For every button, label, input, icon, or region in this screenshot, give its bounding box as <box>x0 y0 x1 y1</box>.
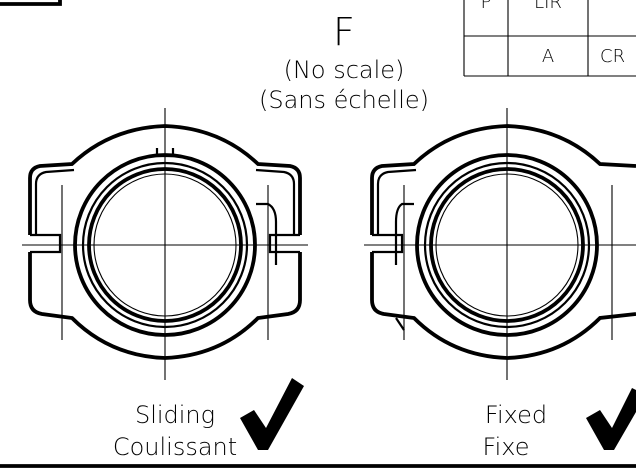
table-cell: LIR <box>534 0 562 13</box>
table-cell: A <box>542 46 554 67</box>
sliding-label-en: Sliding <box>135 401 215 429</box>
sliding-label-fr: Coulissant <box>113 433 237 461</box>
check-icon <box>586 388 636 450</box>
scale-note-fr: (Sans échelle) <box>259 86 429 114</box>
fixed-label-en: Fixed <box>485 401 547 429</box>
fixed-label-fr: Fixe <box>483 433 530 461</box>
view-letter: F <box>333 10 355 54</box>
check-icon <box>240 378 304 450</box>
revision-table: P LIR A CR <box>463 0 636 77</box>
table-cell: P <box>481 0 492 13</box>
scale-note-en: (No scale) <box>284 56 405 84</box>
table-cell: CR <box>600 46 625 67</box>
fixed-clamp-drawing <box>364 108 636 380</box>
title-block-fragment <box>0 0 62 6</box>
sliding-clamp-drawing <box>22 108 308 380</box>
